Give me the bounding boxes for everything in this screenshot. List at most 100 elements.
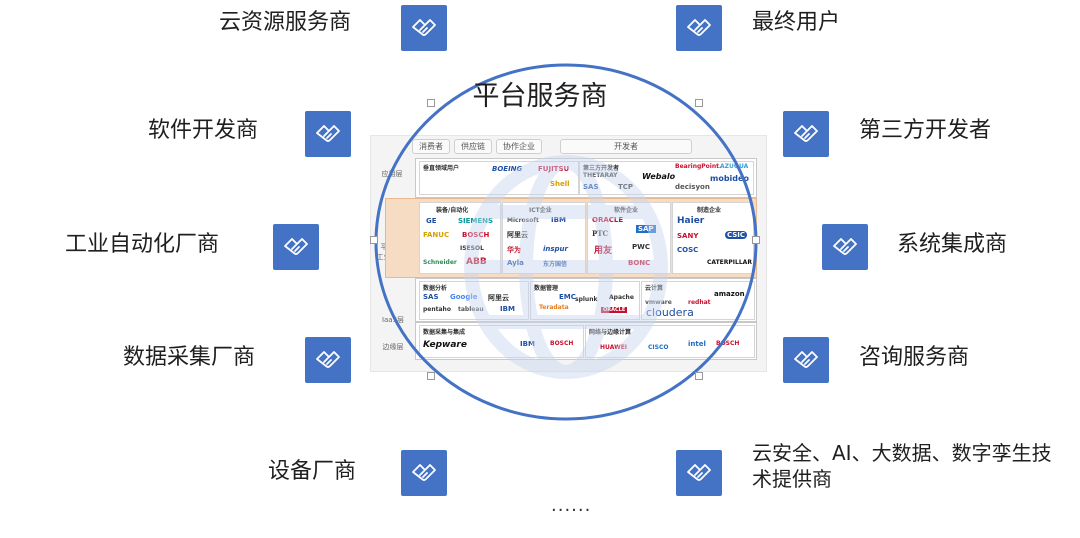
logo-fanuc: FANUC xyxy=(423,231,450,239)
network-block: 网络与边缘计算 HUAWEI CISCO intel BOSCH xyxy=(585,325,755,358)
collection-block: 数据采集与集成 Kepware IBM BOSCH xyxy=(419,325,584,358)
logo-google: Google xyxy=(450,293,478,301)
logo-boeing: BOEING xyxy=(492,165,523,173)
third-party-title: 第三方开发者 xyxy=(583,165,620,172)
logo-bearingpoint: BearingPoint. xyxy=(675,163,722,170)
logo-cosc: COSC xyxy=(677,246,699,254)
data-mgmt-block: 数据管理 EMC splunk Apache Teradata ORACLE xyxy=(530,281,640,320)
logo-oracle-2: ORACLE xyxy=(601,307,628,313)
role-equipment-label: 设备厂商 xyxy=(268,459,357,484)
selection-handle xyxy=(695,372,703,380)
logo-fujitsu: FUJITSU xyxy=(538,165,570,173)
logo-redhat: redhat xyxy=(688,299,711,306)
globe-watermark-icon xyxy=(464,155,668,379)
logo-bosch-3: BOSCH xyxy=(716,340,740,347)
logo-sas: SAS xyxy=(583,183,599,191)
handshake-icon xyxy=(305,111,351,157)
logo-sas-2: SAS xyxy=(423,293,439,301)
logo-microsoft: Microsoft xyxy=(507,217,539,224)
paas-col-equipment: 装备/自动化 GE SIEMENS FANUC BOSCH ISESOL Sch… xyxy=(419,202,501,274)
role-consulting-label: 咨询服务商 xyxy=(859,345,970,370)
handshake-icon xyxy=(273,224,319,270)
logo-aliyun-2: 阿里云 xyxy=(488,294,509,302)
handshake-icon xyxy=(676,5,722,51)
role-data-collection-label: 数据采集厂商 xyxy=(123,345,256,370)
handshake-icon xyxy=(305,337,351,383)
logo-bosch: BOSCH xyxy=(462,231,490,239)
paas-col-title: 软件企业 xyxy=(614,207,639,214)
selection-handle xyxy=(427,372,435,380)
platform-title: 平台服务商 xyxy=(472,81,608,112)
logo-mobideo: mobideo xyxy=(710,174,749,183)
logo-inspur: inspur xyxy=(543,245,568,253)
selection-handle xyxy=(370,236,378,244)
selection-handle xyxy=(695,99,703,107)
iaas-layer-label: IaaS层 xyxy=(381,316,405,324)
logo-intel: intel xyxy=(688,340,706,348)
logo-teradata: Teradata xyxy=(539,304,569,311)
logo-siemens: SIEMENS xyxy=(458,217,494,225)
paas-col-title: ICT企业 xyxy=(529,207,552,214)
edge-layer-label: 边缘层 xyxy=(382,343,404,351)
logo-oracle: ORACLE xyxy=(592,216,624,224)
logo-cisco: CISCO xyxy=(648,344,669,351)
logo-tcp: TCP xyxy=(618,183,634,191)
vertical-users-title: 垂直领域用户 xyxy=(423,165,460,172)
tab-supply-chain: 供应链 xyxy=(454,139,492,154)
tab-collaborator: 协作企业 xyxy=(496,139,542,154)
vertical-users-block: 垂直领域用户 BOEING FUJITSU Shell xyxy=(419,161,579,195)
logo-sap: SAP xyxy=(636,225,656,233)
data-layer: 数据分析 SAS Google 阿里云 pentaho tableau IBM … xyxy=(415,278,757,322)
logo-huawei: 华为 xyxy=(507,246,521,254)
logo-webalo: Webalo xyxy=(642,172,676,181)
handshake-icon xyxy=(676,450,722,496)
tab-developer: 开发者 xyxy=(560,139,692,154)
logo-tableau: tableau xyxy=(458,306,484,313)
app-layer: 垂直领域用户 BOEING FUJITSU Shell 第三方开发者 Beari… xyxy=(415,158,757,198)
logo-thetaray: THETARAY xyxy=(583,172,618,179)
cloud-title: 云计算 xyxy=(645,285,664,292)
role-integration-label: 系统集成商 xyxy=(897,232,1008,257)
logo-pwc: PWC xyxy=(632,243,650,251)
logo-sany: SANY xyxy=(677,232,699,240)
selection-handle xyxy=(752,236,760,244)
logo-haier: Haier xyxy=(677,216,705,226)
logo-schneider: Schneider xyxy=(423,259,457,266)
logo-ibm-3: IBM xyxy=(520,340,535,348)
logo-isesol: ISESOL xyxy=(460,245,484,252)
selection-handle xyxy=(427,99,435,107)
logo-cloudera: cloudera xyxy=(646,306,694,319)
logo-bosch-2: BOSCH xyxy=(550,340,574,347)
third-party-block: 第三方开发者 BearingPoint. AZUQUA THETARAY Web… xyxy=(579,161,754,195)
logo-kepware: Kepware xyxy=(423,340,467,350)
logo-ge: GE xyxy=(426,217,437,225)
paas-col-title: 制造企业 xyxy=(697,207,722,214)
logo-pentaho: pentaho xyxy=(423,306,451,313)
logo-bonc-cn: 东方国信 xyxy=(543,261,568,268)
logo-azuqua: AZUQUA xyxy=(720,163,749,170)
data-analysis-title: 数据分析 xyxy=(423,285,448,292)
logo-ibm-2: IBM xyxy=(500,305,515,313)
handshake-icon xyxy=(783,111,829,157)
logo-yonyou: 用友 xyxy=(594,246,613,256)
logo-shell: Shell xyxy=(550,180,570,188)
paas-layer: 装备/自动化 GE SIEMENS FANUC BOSCH ISESOL Sch… xyxy=(385,198,757,278)
handshake-icon xyxy=(822,224,868,270)
logo-emc: EMC xyxy=(559,293,576,301)
logo-abb: ABB xyxy=(466,257,487,267)
logo-ibm: IBM xyxy=(551,216,566,224)
collection-title: 数据采集与集成 xyxy=(423,329,466,336)
logo-decisyon: decisyon xyxy=(675,183,710,191)
edge-layer: 数据采集与集成 Kepware IBM BOSCH 网络与边缘计算 HUAWEI… xyxy=(415,322,757,360)
logo-ayla: Ayla xyxy=(507,259,524,267)
cloud-block: 云计算 amazon vmware redhat cloudera xyxy=(641,281,755,320)
logo-caterpillar: CATERPILLAR xyxy=(707,259,752,266)
ellipsis: ...... xyxy=(551,495,592,516)
logo-amazon: amazon xyxy=(714,290,745,298)
role-software-label: 软件开发商 xyxy=(148,118,259,143)
role-automation-label: 工业自动化厂商 xyxy=(65,232,220,257)
logo-ptc: PTC xyxy=(592,229,609,238)
logo-csic: CSIC xyxy=(725,231,748,239)
logo-bonc: BONC xyxy=(628,259,651,267)
platform-ring xyxy=(374,63,758,421)
